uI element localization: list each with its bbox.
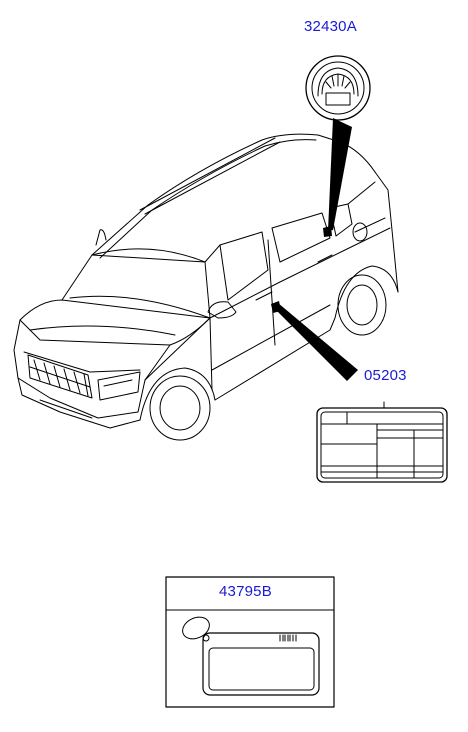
leader-05203 [272, 303, 358, 381]
leader-32430a [328, 118, 352, 231]
hang-tag-box-43795b [165, 576, 335, 708]
leader-32430a-end [323, 226, 332, 237]
part-number-05203-link[interactable]: 05203 [364, 367, 407, 384]
tire-placard-05203 [316, 401, 448, 483]
part-number-43795b-link[interactable]: 43795B [219, 583, 272, 600]
part-number-32430a-link[interactable]: 32430A [304, 18, 357, 35]
vehicle-drawing [13, 133, 399, 441]
leader-05203-end [271, 301, 281, 313]
emblem-label-32430a [305, 55, 371, 121]
hang-tag-43795b [182, 616, 320, 696]
